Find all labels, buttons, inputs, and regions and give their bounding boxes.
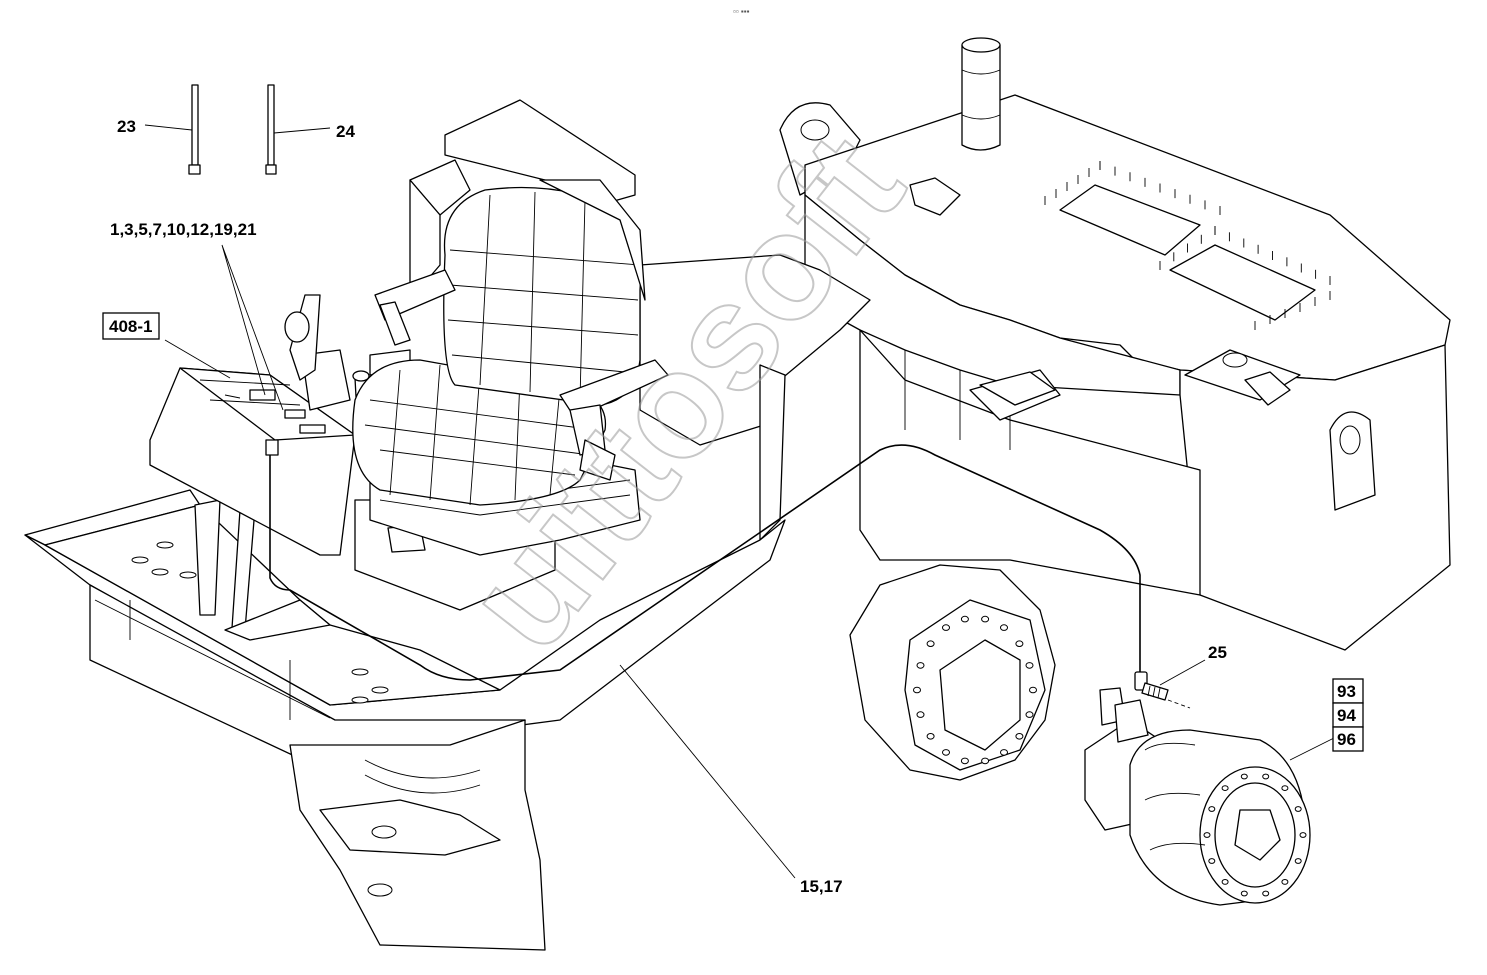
callout-24: 24 — [336, 122, 355, 141]
callout-15-17: 15,17 — [800, 877, 843, 896]
leader-lines — [144, 124, 1341, 879]
bolt-hole — [1208, 858, 1216, 864]
hub-bolt-ring — [913, 615, 1037, 765]
boxed-callout-408-1: 408-1 — [102, 312, 160, 340]
bolt-hole — [960, 757, 969, 765]
svg-text:93: 93 — [1337, 682, 1356, 701]
bolt-hole — [1203, 832, 1211, 838]
rear-frame — [779, 37, 1451, 651]
bolt-hole — [1015, 733, 1024, 740]
bolt-hole — [1281, 879, 1289, 885]
cab-frame — [24, 99, 871, 951]
bolt-hole — [1000, 749, 1008, 756]
svg-text:408-1: 408-1 — [109, 317, 152, 336]
boxed-callout-93: 93 — [1332, 678, 1364, 704]
motor-bolt-ring — [1203, 773, 1307, 897]
svg-text:94: 94 — [1337, 706, 1356, 725]
bolt-hole — [1221, 879, 1229, 885]
bolt-hole — [926, 733, 935, 740]
bolt-hole — [942, 624, 950, 631]
bolt-hole — [1294, 858, 1302, 864]
svg-text:96: 96 — [1337, 730, 1356, 749]
bolt-hole — [960, 615, 969, 623]
bolt-hole — [1208, 806, 1216, 812]
header-mark: ▫▫ ▪▪▪ — [733, 7, 750, 16]
boxed-callout-94: 94 — [1332, 702, 1364, 728]
wheel-hub — [849, 564, 1056, 781]
bolt-hole — [913, 686, 921, 694]
operator-seat — [352, 179, 669, 611]
bolt-hole — [1025, 711, 1034, 718]
bolt-hole — [1262, 890, 1270, 897]
bolt-hole — [1299, 832, 1307, 838]
bolt-hole — [1240, 890, 1248, 897]
callout-1-3-5-7-10-12-19-21: 1,3,5,7,10,12,19,21 — [110, 220, 257, 239]
hatch-bolts — [1044, 161, 1331, 330]
bolt-hole — [1000, 624, 1008, 631]
sensor-cable — [269, 444, 1141, 681]
bolt-hole — [981, 757, 990, 765]
travel-motor — [1084, 687, 1311, 906]
cable-tie-24 — [265, 84, 277, 175]
bolt-hole — [926, 640, 935, 648]
bolt-hole — [916, 711, 925, 718]
boxed-callout-96: 96 — [1332, 726, 1364, 752]
callout-25: 25 — [1208, 643, 1227, 662]
bolt-hole — [1240, 773, 1248, 780]
cable-tie-23 — [188, 84, 201, 175]
bolt-hole — [1025, 662, 1034, 669]
bolt-hole — [1262, 773, 1270, 780]
speed-sensor — [1134, 671, 1169, 701]
bolt-hole — [1221, 785, 1229, 791]
bolt-hole — [1281, 785, 1289, 791]
bolt-hole — [1294, 806, 1302, 812]
bolt-hole — [942, 749, 950, 756]
floor-holes — [131, 541, 389, 704]
bolt-hole — [1015, 640, 1024, 648]
bolt-hole — [981, 615, 990, 623]
bolt-hole — [916, 662, 925, 669]
bolt-hole — [1029, 686, 1037, 694]
callout-23: 23 — [117, 117, 136, 136]
